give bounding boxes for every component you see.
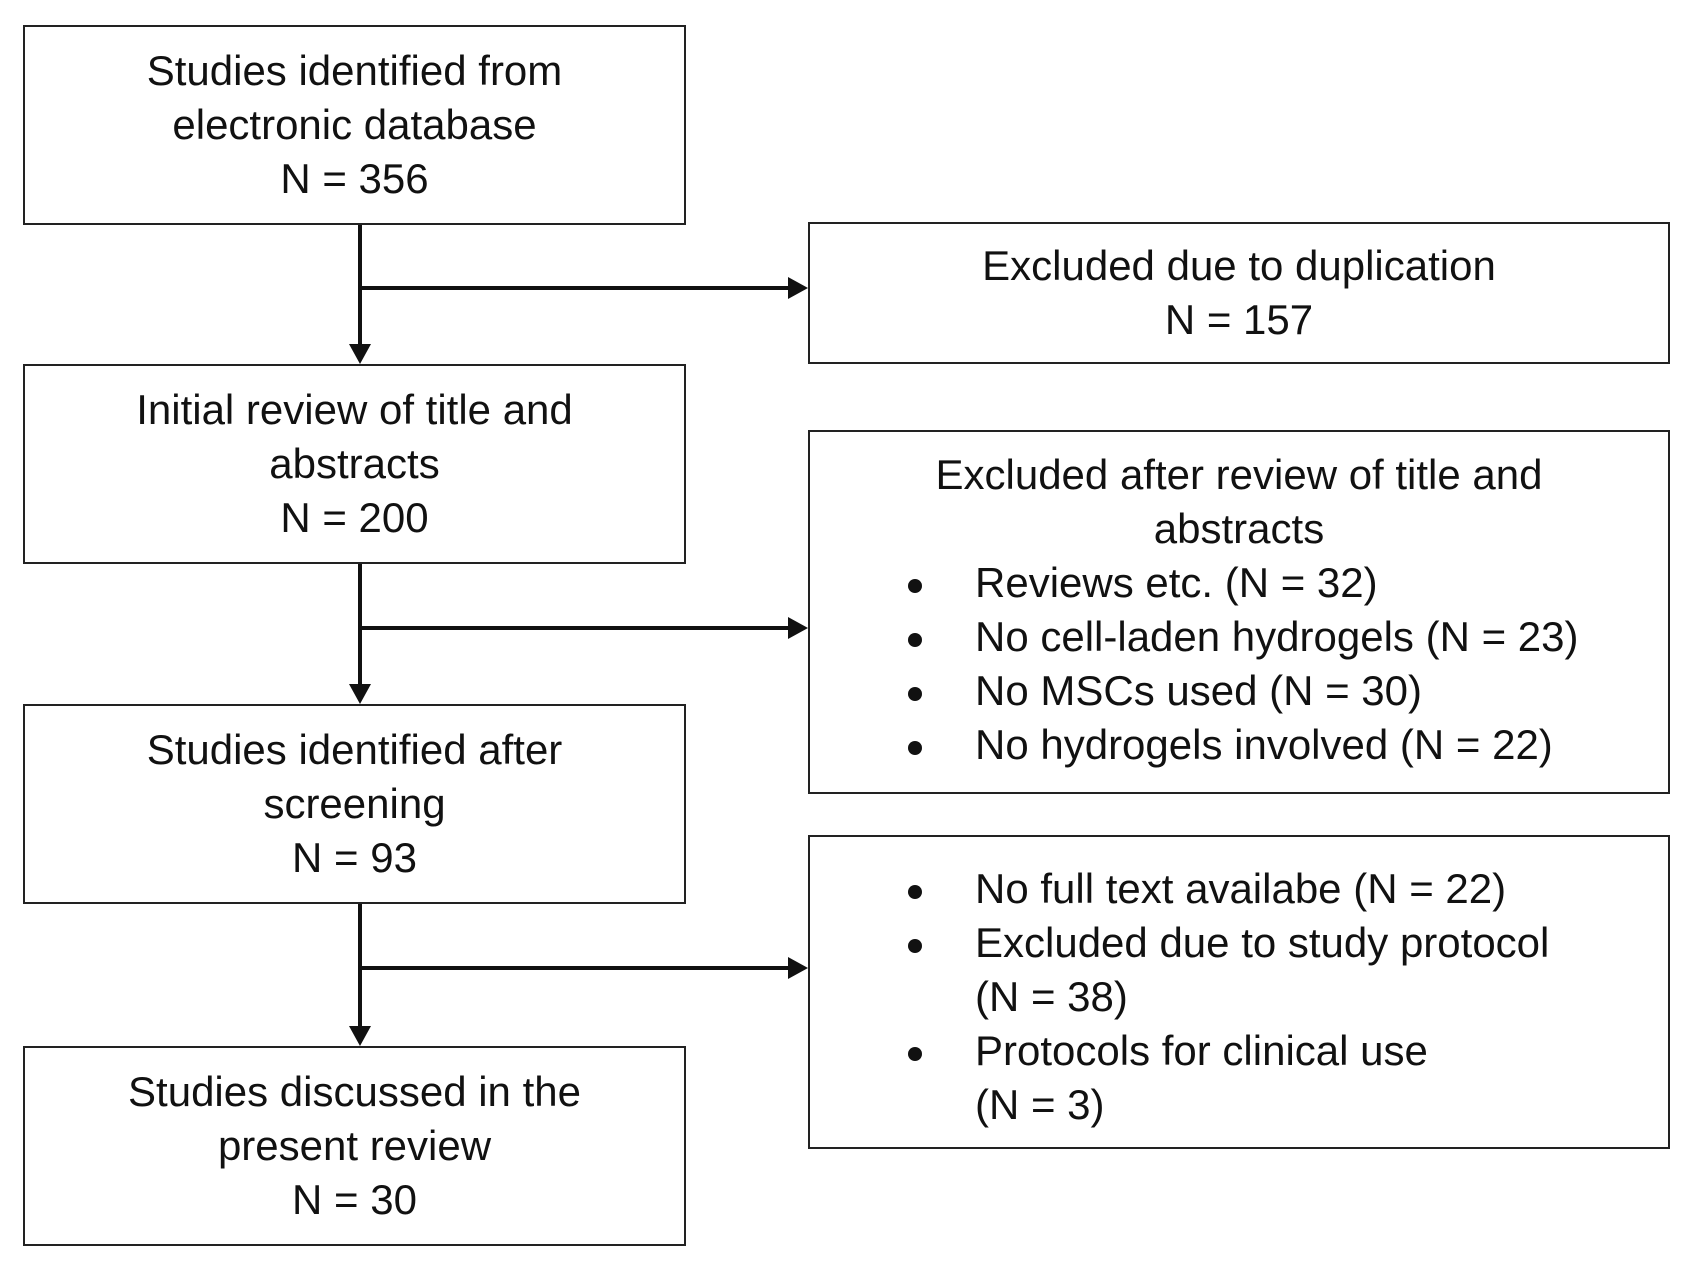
arrowhead-right-3 <box>788 957 808 979</box>
list-item-text: Protocols for clinical use (N = 3) <box>975 1027 1428 1128</box>
box-line: Studies identified after <box>146 726 563 773</box>
list-item: No full text availabe (N = 22) <box>810 862 1668 916</box>
box-count: N = 157 <box>1164 296 1314 343</box>
bullet-icon <box>908 885 922 899</box>
box-studies-identified: Studies identified from electronic datab… <box>23 25 686 225</box>
box-title-line: abstracts <box>1153 505 1325 552</box>
list-item: Reviews etc. (N = 32) <box>810 556 1668 610</box>
box-line: Studies identified from <box>146 47 563 94</box>
box-count: N = 356 <box>280 155 429 202</box>
box-line: electronic database <box>172 101 537 148</box>
list-item-text: No full text availabe (N = 22) <box>975 865 1507 912</box>
box-initial-review: Initial review of title and abstracts N … <box>23 364 686 564</box>
arrowhead-down-1 <box>349 344 371 364</box>
box-excluded-title-abstract: Excluded after review of title and abstr… <box>808 430 1670 794</box>
box-excluded-duplication: Excluded due to duplication N = 157 <box>808 222 1670 364</box>
exclusion-list: Reviews etc. (N = 32) No cell-laden hydr… <box>810 556 1668 772</box>
box-line: Excluded due to duplication <box>982 242 1496 289</box>
list-item-text: Reviews etc. (N = 32) <box>975 559 1378 606</box>
box-line: screening <box>263 780 446 827</box>
list-item-text: No MSCs used (N = 30) <box>975 667 1422 714</box>
bullet-icon <box>908 687 922 701</box>
box-count: N = 30 <box>292 1176 417 1223</box>
box-line: Studies discussed in the <box>128 1068 581 1115</box>
box-excluded-full-text: No full text availabe (N = 22) Excluded … <box>808 835 1670 1149</box>
box-line: abstracts <box>269 440 440 487</box>
list-item-text: Excluded due to study protocol (N = 38) <box>975 919 1550 1020</box>
arrowhead-right-2 <box>788 617 808 639</box>
box-line: Initial review of title and <box>136 386 573 433</box>
list-item: Excluded due to study protocol (N = 38) <box>810 916 1668 1024</box>
box-after-screening: Studies identified after screening N = 9… <box>23 704 686 904</box>
bullet-icon <box>908 741 922 755</box>
exclusion-list: No full text availabe (N = 22) Excluded … <box>810 862 1668 1132</box>
bullet-icon <box>908 579 922 593</box>
list-item: No hydrogels involved (N = 22) <box>810 718 1668 772</box>
bullet-icon <box>908 939 922 953</box>
box-line: present review <box>217 1122 492 1169</box>
list-item: No MSCs used (N = 30) <box>810 664 1668 718</box>
box-count: N = 200 <box>280 494 429 541</box>
box-title-line: Excluded after review of title and <box>935 451 1543 498</box>
list-item: No cell-laden hydrogels (N = 23) <box>810 610 1668 664</box>
box-count: N = 93 <box>292 834 417 881</box>
list-item-text: No cell-laden hydrogels (N = 23) <box>975 613 1579 660</box>
arrowhead-down-3 <box>349 1026 371 1046</box>
list-item: Protocols for clinical use (N = 3) <box>810 1024 1668 1132</box>
arrowhead-right-1 <box>788 277 808 299</box>
bullet-icon <box>908 633 922 647</box>
box-studies-discussed: Studies discussed in the present review … <box>23 1046 686 1246</box>
bullet-icon <box>908 1047 922 1061</box>
arrowhead-down-2 <box>349 684 371 704</box>
list-item-text: No hydrogels involved (N = 22) <box>975 721 1553 768</box>
